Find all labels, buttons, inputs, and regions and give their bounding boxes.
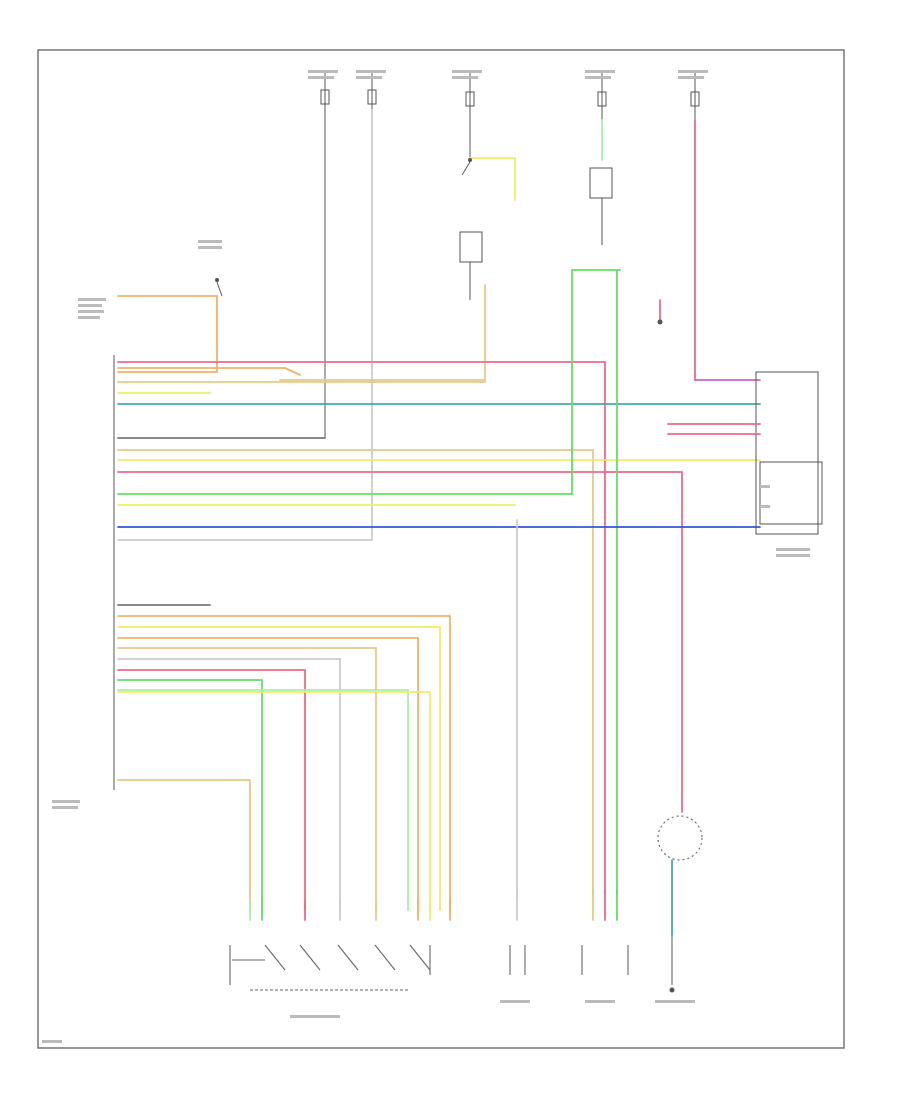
switch-assembly-left [229, 944, 431, 991]
connector-stubs [249, 889, 618, 921]
upper-left-switch [117, 278, 223, 373]
right-switch-assembly [667, 371, 823, 535]
lower-wire-group [117, 604, 451, 911]
fuse-feed-4 [589, 70, 663, 325]
fuse-feed-5 [690, 70, 761, 381]
diagram-frame [37, 49, 845, 1049]
speed-sensor [657, 759, 703, 993]
label-texture [42, 70, 810, 1043]
bottom-components [229, 759, 703, 993]
fuse-feed-2 [367, 70, 377, 541]
upper-wire-group [117, 269, 761, 901]
fuse-feed-3 [279, 70, 516, 381]
sensor-middle [509, 945, 526, 975]
fuse-feeds [279, 70, 761, 541]
sensor-right [581, 945, 629, 975]
